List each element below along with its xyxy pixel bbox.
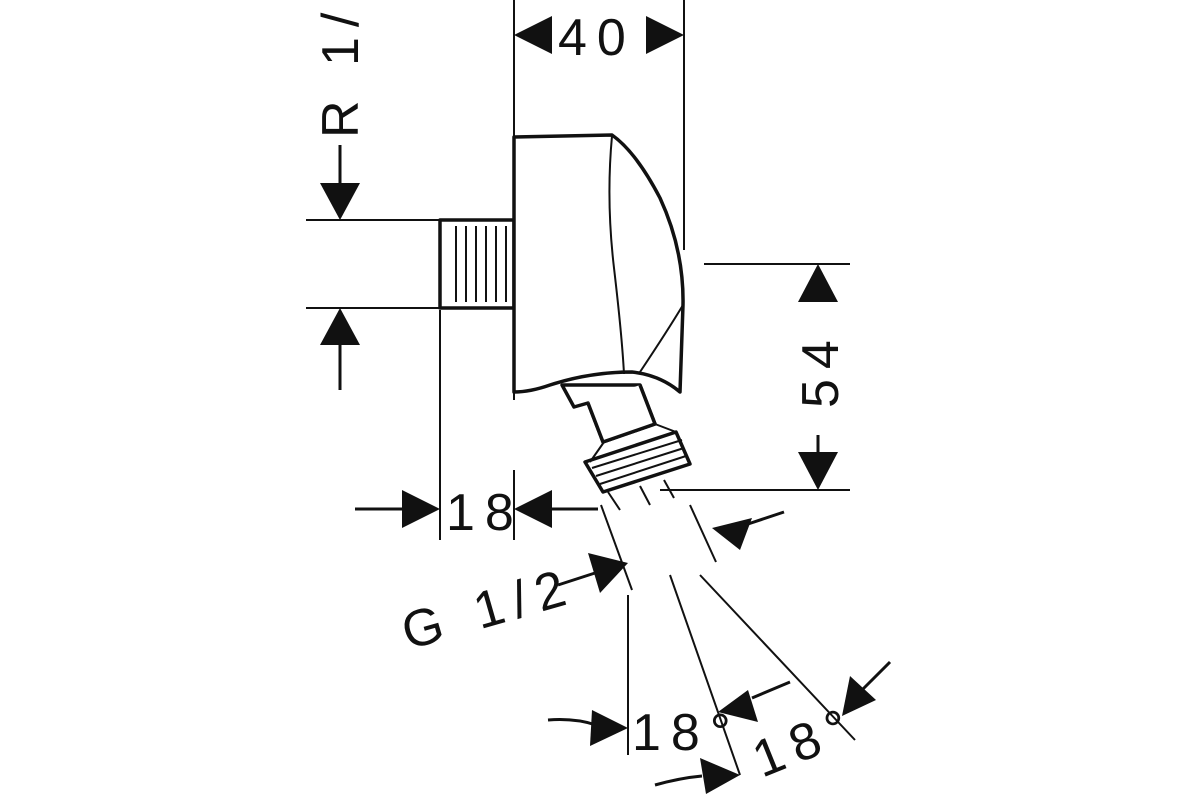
dim-54-label: 54 [792, 330, 850, 408]
dim-r12: R 1/2 [312, 0, 370, 390]
inlet-nipple [438, 218, 516, 310]
dim-18-inlet-label: 18 [446, 484, 524, 542]
dim-angle-left: 18° [547, 680, 791, 762]
dim-angle-right-label: 18° [745, 695, 867, 789]
dim-40: 40 [514, 9, 684, 67]
outlet-connector [560, 383, 692, 511]
dim-g12-label: G 1/2 [395, 557, 581, 662]
dim-54: 54 [792, 264, 850, 490]
dim-angle-left-label: 18° [632, 704, 741, 762]
wall-outlet-housing [512, 133, 685, 394]
dim-r12-label: R 1/2 [312, 0, 370, 138]
dim-18-inlet: 18 [355, 484, 598, 542]
dim-40-label: 40 [558, 9, 636, 67]
